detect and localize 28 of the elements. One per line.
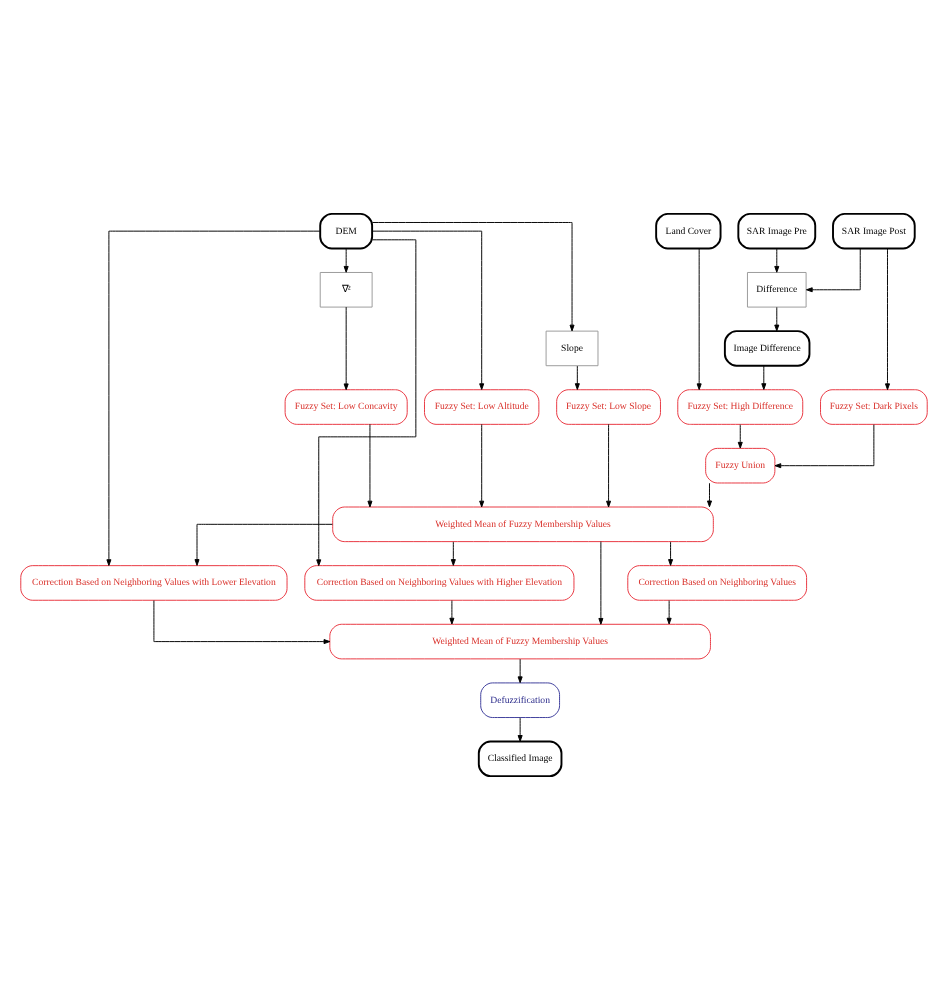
arrow — [371, 229, 485, 390]
arrow — [194, 522, 333, 565]
arrow — [761, 364, 767, 389]
arrow — [668, 540, 674, 565]
arrow — [696, 247, 702, 390]
arrow — [343, 305, 349, 390]
arrow — [574, 364, 580, 389]
arrow — [666, 599, 672, 624]
arrow — [598, 540, 604, 624]
arrow — [450, 540, 456, 565]
arrow — [316, 238, 417, 566]
arrow — [153, 599, 331, 644]
arrow — [343, 247, 349, 272]
arrow — [774, 423, 875, 468]
arrow — [774, 247, 780, 272]
arrow — [367, 422, 373, 507]
arrow — [606, 422, 612, 507]
arrow — [106, 229, 321, 565]
arrow — [517, 657, 523, 683]
arrow — [737, 423, 743, 448]
arrow — [774, 305, 780, 331]
arrow — [517, 716, 523, 741]
arrow — [449, 599, 455, 624]
arrow — [805, 247, 861, 292]
arrow — [372, 221, 575, 331]
arrow — [885, 247, 890, 390]
arrow — [707, 481, 712, 507]
arrow — [479, 422, 485, 507]
